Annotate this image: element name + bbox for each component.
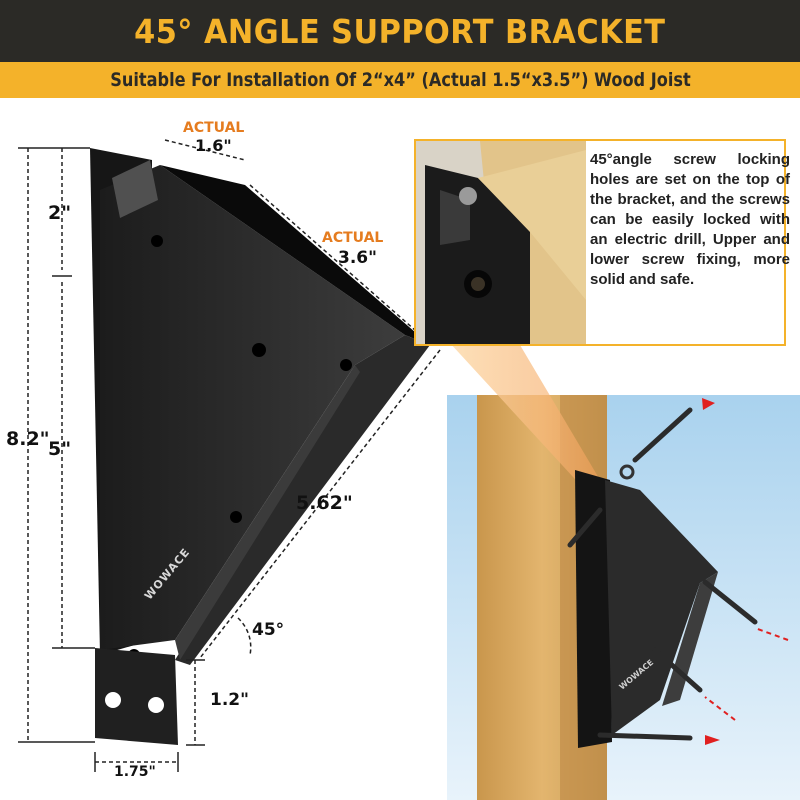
bracket-bottom-tab [95,648,178,745]
washer [619,464,635,480]
arrow-icon [705,735,720,745]
angle-arc [237,617,252,656]
lag-screw [632,407,693,463]
actual-note-depth: ACTUAL [322,230,384,246]
arrow-icon [702,398,715,410]
lag-screw [597,732,693,741]
title-banner: 45° ANGLE SUPPORT BRACKET [0,0,800,62]
zoom-beam [415,305,600,490]
mounted-bracket-front [662,572,718,706]
screws [567,407,758,741]
mounted-bracket-side [605,480,718,735]
detail-photo [414,139,786,346]
tab-hole [105,692,121,708]
dim-label-top: 2" [48,202,72,224]
dim-label-total: 8.2" [6,428,50,450]
page-subtitle: Suitable For Installation Of 2“x4” (Actu… [109,69,691,91]
mounted-bracket-plate [575,470,612,748]
installation-scene: WOWACE [415,160,800,800]
dashed-arrow [754,627,789,641]
dim-label-top-width: 1.6" [195,136,232,155]
dashed-arrows [704,627,789,721]
hole [340,359,352,371]
detail-screw-head [459,187,477,205]
dim-label-angle: 45° [252,620,285,640]
dim-label-diagonal: 5.62" [296,492,353,514]
hole [252,343,266,357]
bracket-corner-block [112,160,158,218]
lag-screw [567,507,603,548]
detail-hole-inner [471,277,485,291]
feature-callout: 45°angle screw locking holes are set on … [590,151,790,288]
bracket-side-face [100,165,405,650]
bracket-main-view [90,148,430,745]
hole [151,235,163,247]
dim-label-tab-width: 1.75" [114,764,156,780]
subtitle-banner: Suitable For Installation Of 2“x4” (Actu… [0,62,800,98]
hole [230,511,242,523]
tab-hole [148,697,164,713]
detail-corner-block [440,190,470,245]
dimension-ticks [18,147,205,772]
dim-label-tab-height: 1.2" [210,690,249,710]
bracket-top-opening [160,165,430,345]
bracket-front-face [175,335,430,665]
bracket-front-panel [175,365,360,660]
dim-line-depth [249,184,433,346]
lag-screw [702,579,758,625]
dim-line-diagonal [199,349,441,659]
dashed-arrow [704,696,736,721]
dimension-lines [27,139,441,763]
page-title: 45° ANGLE SUPPORT BRACKET [134,11,666,51]
dim-label-depth: 3.6" [338,248,377,268]
actual-note-width: ACTUAL [183,120,245,136]
detail-wood-face [478,150,586,300]
lag-screw [652,647,703,693]
dim-label-middle: 5" [48,438,72,460]
